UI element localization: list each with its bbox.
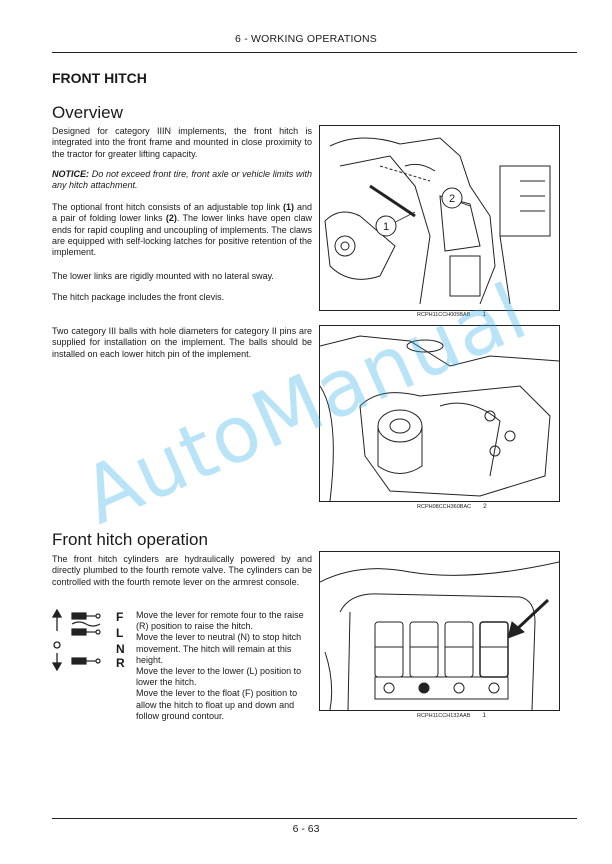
lever-letter-R: R	[116, 656, 125, 670]
operation-paragraph: The front hitch cylinders are hydraulica…	[52, 554, 312, 587]
category-ball-illustration	[320, 335, 559, 501]
figure-3-caption: RCPH11CCH132AAB 1	[417, 712, 486, 719]
p3-ref-2: (2)	[165, 213, 177, 224]
lever-letter-F: F	[116, 610, 124, 624]
p3-text-e: . The lower links have open claw ends fo…	[52, 213, 312, 258]
p3-text-c: and a pair of folding lower links	[52, 202, 312, 224]
footer-rule	[52, 818, 577, 819]
figure-3-code: RCPH11CCH132AAB	[417, 713, 471, 719]
figure-2-caption: RCPH08CCH360BAC 2	[417, 503, 487, 510]
figure-armrest-remote-levers	[319, 551, 560, 711]
overview-paragraph-6: Two category III balls with hole diamete…	[52, 326, 312, 359]
lever-letter-N: N	[116, 642, 125, 656]
p3-ref-1: (1)	[282, 202, 294, 212]
figure-1-number: 1	[482, 311, 487, 318]
notice-text: Do not exceed front tire, front axle or …	[52, 169, 312, 191]
page-number: 6 - 63	[292, 823, 320, 835]
remote-levers-illustration	[320, 561, 559, 710]
header-rule	[52, 52, 577, 53]
overview-heading: Overview	[52, 103, 123, 122]
step-lower: Move the lever to the lower (L) position…	[136, 666, 302, 688]
figure-1-code: RCPH11CCH005BAB	[417, 312, 471, 318]
callout-1: 1	[383, 221, 389, 233]
step-float: Move the lever to the float (F) position…	[136, 688, 298, 721]
overview-paragraph-4: The lower links are rigidly mounted with…	[52, 271, 274, 281]
operation-heading: Front hitch operation	[52, 530, 208, 549]
figure-1-caption: RCPH11CCH005BAB 1	[417, 311, 486, 318]
step-neutral: Move the lever to neutral (N) to stop hi…	[136, 632, 302, 665]
overview-paragraph-5: The hitch package includes the front cle…	[52, 292, 225, 302]
operation-steps: Move the lever for remote four to the ra…	[136, 610, 316, 722]
lever-symbol-graphic	[51, 608, 101, 672]
callout-1-circle	[375, 215, 397, 237]
page-header: 6 - WORKING OPERATIONS	[235, 33, 377, 45]
callout-2: 2	[449, 193, 455, 205]
p3-text-a: The optional front hitch consists of an …	[52, 202, 283, 212]
overview-paragraph-1: Designed for category IIIN implements, t…	[52, 126, 312, 159]
front-hitch-illustration: 1 2	[324, 137, 551, 305]
notice-label: NOTICE:	[52, 169, 89, 179]
notice-paragraph: NOTICE: Do not exceed front tire, front …	[52, 169, 312, 192]
figure-front-hitch-overview: 1 2	[319, 125, 560, 311]
lever-positions-symbol: F L N R	[51, 608, 132, 672]
lever-letter-L: L	[116, 626, 124, 640]
page-title: FRONT HITCH	[52, 70, 147, 86]
figure-3-number: 1	[482, 712, 487, 719]
figure-2-code: RCPH08CCH360BAC	[417, 504, 472, 510]
step-raise: Move the lever for remote four to the ra…	[136, 610, 304, 632]
figure-2-number: 2	[483, 503, 487, 510]
callout-2-circle	[441, 187, 463, 209]
overview-paragraph-3: The optional front hitch consists of an …	[52, 202, 312, 258]
figure-category-balls	[319, 325, 560, 502]
